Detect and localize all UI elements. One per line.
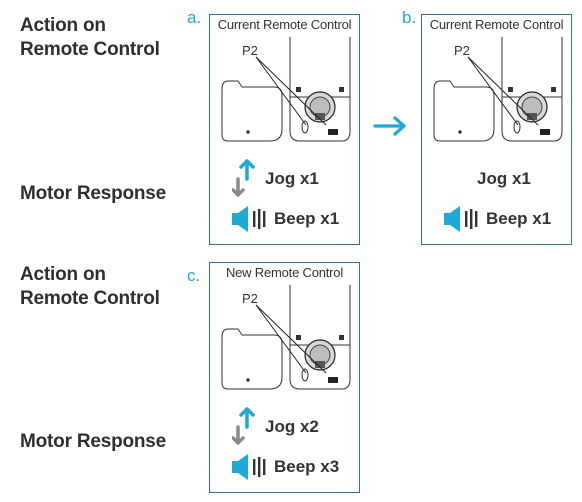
- action-label-line2: Remote Control: [20, 39, 160, 60]
- action-label-line2: Remote Control: [20, 288, 160, 309]
- speaker-icon: [232, 206, 266, 232]
- jog-arrows-icon: [232, 159, 255, 197]
- jog-text: Jog x2: [265, 417, 319, 436]
- speaker-icon: [444, 206, 478, 232]
- step-letter-a: a.: [187, 8, 202, 27]
- action-label-line1: Action on: [20, 15, 106, 36]
- action-label-top: Action on Remote Control: [20, 14, 160, 62]
- p2-label: P2: [454, 43, 470, 58]
- panel-b: Current Remote Control P2 Jog x1 Beep x1: [421, 14, 572, 245]
- remote-control-illustration: [221, 37, 351, 142]
- beep-text: Beep x3: [274, 457, 340, 476]
- action-label-bottom: Action on Remote Control: [20, 263, 160, 311]
- panel-title: Current Remote Control: [429, 17, 564, 32]
- jog-text: Jog x1: [265, 169, 319, 188]
- panel-a: Current Remote Control P2 Jog x1: [209, 14, 360, 245]
- remote-control-illustration: [221, 285, 351, 390]
- panel-c: New Remote Control P2 Jog x2 Beep x3: [209, 262, 360, 493]
- step-letter-c: c.: [187, 266, 201, 285]
- motor-response-label-bottom: Motor Response: [20, 431, 167, 452]
- p2-label: P2: [242, 43, 258, 58]
- jog-arrows-icon: [232, 407, 255, 445]
- jog-text: Jog x1: [477, 169, 531, 188]
- p2-label: P2: [242, 291, 258, 306]
- beep-text: Beep x1: [486, 209, 552, 228]
- action-label-line1: Action on: [20, 264, 106, 285]
- right-arrow-icon: [373, 116, 406, 136]
- motor-response-label-top: Motor Response: [20, 183, 167, 204]
- speaker-icon: [232, 454, 266, 480]
- remote-control-illustration: [433, 37, 563, 142]
- beep-text: Beep x1: [274, 209, 340, 228]
- panel-title: New Remote Control: [225, 265, 344, 280]
- panel-title: Current Remote Control: [217, 17, 352, 32]
- step-letter-b: b.: [402, 8, 417, 27]
